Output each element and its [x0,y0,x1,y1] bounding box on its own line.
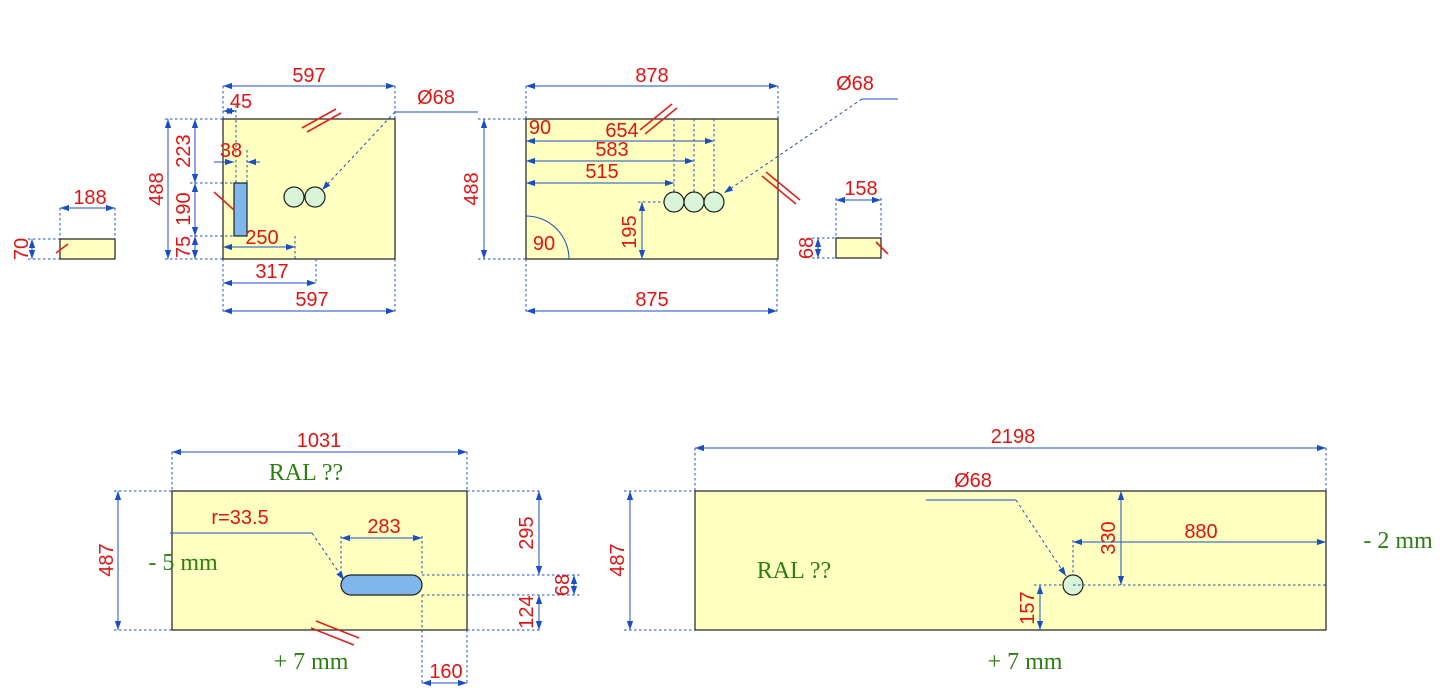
panel-1031-board [171,490,468,631]
dim-283: 283 [367,516,400,538]
dim-583: 583 [595,139,628,161]
dim-597-top: 597 [292,65,325,87]
dim-597-bottom: 597 [295,289,328,311]
dim-488-p2: 488 [461,172,483,205]
dim-487-p3: 487 [96,543,118,576]
hole-3 [663,191,685,213]
dim-90-top: 90 [529,117,551,139]
note-ral-p4: RAL ?? [757,558,831,584]
dim-2198: 2198 [991,426,1036,448]
dim-515: 515 [585,161,618,183]
strip-158x68: 158 68 [796,178,889,259]
panel-597x488: 597 45 38 Ø68 488 223 190 75 2 [146,65,478,315]
note-minus-5mm: - 5 mm [148,550,218,576]
dim-dia-68-p2: Ø68 [836,73,874,95]
dim-330: 330 [1098,521,1120,554]
dim-250: 250 [245,227,278,249]
dim-195: 195 [619,215,641,248]
hole-2 [304,186,326,208]
dim-r-33-5: r=33.5 [211,507,268,529]
dim-68-strip: 68 [796,237,818,259]
dim-295: 295 [516,516,538,549]
dim-angle-90: 90 [533,233,555,255]
strip-158-panel [835,237,882,259]
dim-190: 190 [173,192,195,225]
hole-4 [683,191,705,213]
strip-188-panel [59,238,116,260]
strip-188x70: 188 70 [11,187,116,260]
dim-dia-68-p1: Ø68 [417,87,455,109]
hole-5 [703,191,725,213]
dim-dia-68-p4: Ø68 [954,470,992,492]
note-plus-7mm-p3: + 7 mm [274,649,349,675]
dim-488-p1: 488 [146,172,168,205]
hole-1 [283,186,305,208]
dim-70: 70 [11,238,33,260]
dim-68-slot: 68 [552,574,574,596]
dim-654: 654 [605,120,638,142]
note-plus-7mm-p4: + 7 mm [988,649,1063,675]
slot-283 [340,574,423,596]
panel-2198-board [694,490,1327,631]
note-minus-2mm: - 2 mm [1363,528,1433,554]
panel-2198x487: 2198 Ø68 487 RAL ?? 330 880 - 2 mm 157 +… [607,426,1433,675]
dim-317: 317 [255,261,288,283]
dim-45: 45 [230,91,252,113]
dim-75: 75 [173,236,195,258]
dim-878: 878 [635,65,668,87]
panel-878x488: 878 Ø68 90 654 583 515 488 195 90 [461,65,898,315]
dim-487-p4: 487 [607,543,629,576]
dim-158: 158 [844,178,877,200]
dim-157: 157 [1017,591,1039,624]
note-ral-p3: RAL ?? [269,460,343,486]
dim-38: 38 [220,140,242,162]
dim-1031: 1031 [297,430,342,452]
dim-124: 124 [516,595,538,628]
dim-188: 188 [73,187,106,209]
dim-160: 160 [429,661,462,683]
dim-880: 880 [1184,521,1217,543]
dim-875: 875 [635,289,668,311]
panel-1031x487: 1031 RAL ?? r=33.5 283 487 - 5 mm 295 68… [96,430,580,687]
dim-223: 223 [173,134,195,167]
